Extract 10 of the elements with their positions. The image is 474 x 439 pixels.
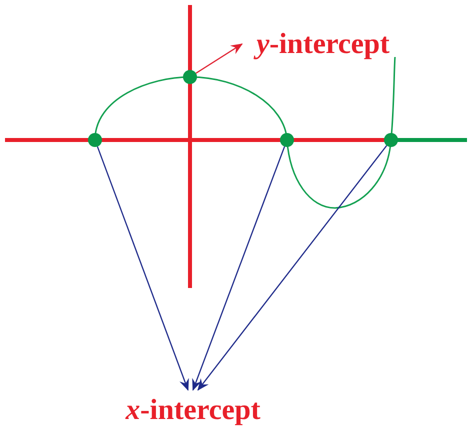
intercept-label: x-intercept [126, 396, 260, 424]
intercept-point [384, 133, 398, 147]
arrow [196, 43, 243, 74]
intercept-point [183, 70, 197, 84]
intercept-label: y-intercept [256, 30, 390, 58]
arrow [197, 145, 388, 391]
arrow [96, 146, 189, 391]
arrow [192, 146, 286, 391]
intercept-point [280, 133, 294, 147]
intercept-point [88, 133, 102, 147]
